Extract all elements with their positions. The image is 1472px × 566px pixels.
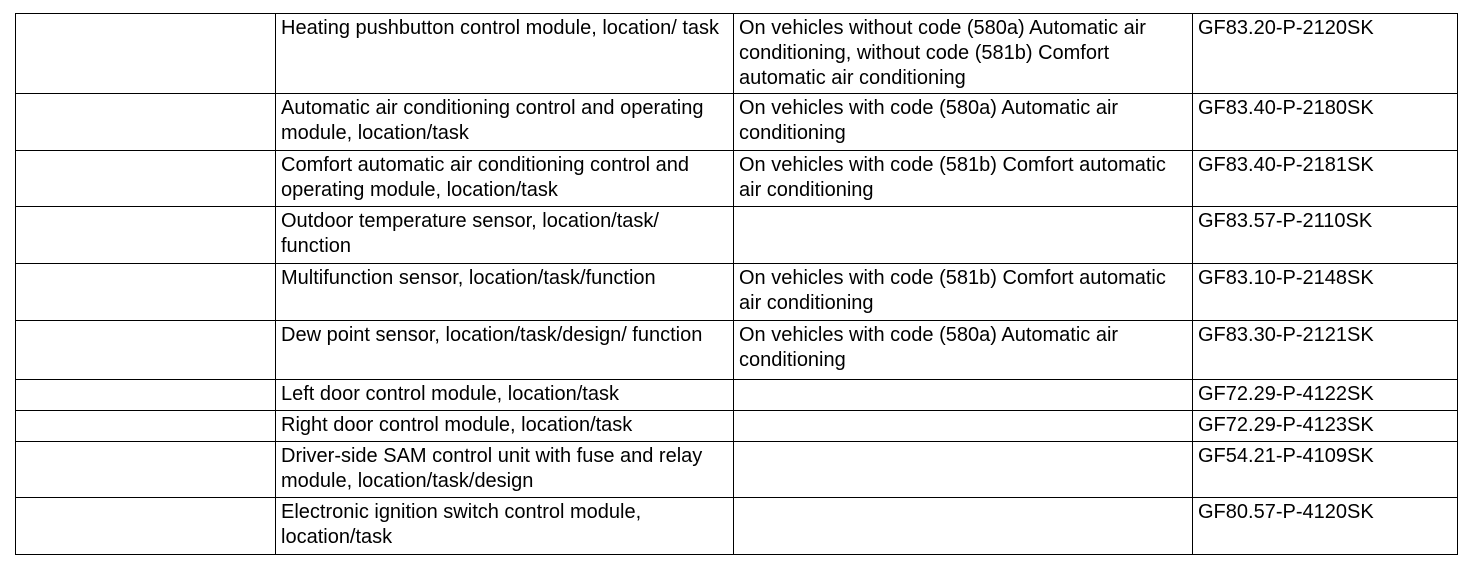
component-cell: Dew point sensor, location/task/design/ … bbox=[275, 320, 734, 380]
condition-cell: On vehicles with code (580a) Automatic a… bbox=[733, 93, 1193, 151]
document-number-cell: GF83.20-P-2120SK bbox=[1192, 13, 1458, 94]
component-cell: Heating pushbutton control module, locat… bbox=[275, 13, 734, 94]
table-body: Heating pushbutton control module, locat… bbox=[15, 13, 1458, 555]
condition-cell bbox=[733, 497, 1193, 555]
condition-cell: On vehicles with code (580a) Automatic a… bbox=[733, 320, 1193, 380]
table-row: Multifunction sensor, location/task/func… bbox=[15, 263, 1458, 321]
condition-cell: On vehicles without code (580a) Automati… bbox=[733, 13, 1193, 94]
table-row: Outdoor temperature sensor, location/tas… bbox=[15, 206, 1458, 264]
blank-cell bbox=[15, 263, 276, 321]
blank-cell bbox=[15, 13, 276, 94]
document-number-cell: GF83.40-P-2181SK bbox=[1192, 150, 1458, 207]
condition-cell bbox=[733, 206, 1193, 264]
document-number-cell: GF80.57-P-4120SK bbox=[1192, 497, 1458, 555]
condition-cell bbox=[733, 379, 1193, 411]
table-row: Heating pushbutton control module, locat… bbox=[15, 13, 1458, 94]
document-table: Heating pushbutton control module, locat… bbox=[15, 13, 1458, 555]
document-number-cell: GF72.29-P-4123SK bbox=[1192, 410, 1458, 442]
condition-cell: On vehicles with code (581b) Comfort aut… bbox=[733, 150, 1193, 207]
document-number-cell: GF72.29-P-4122SK bbox=[1192, 379, 1458, 411]
component-cell: Left door control module, location/task bbox=[275, 379, 734, 411]
condition-cell: On vehicles with code (581b) Comfort aut… bbox=[733, 263, 1193, 321]
blank-cell bbox=[15, 497, 276, 555]
table-row: Automatic air conditioning control and o… bbox=[15, 93, 1458, 151]
table-row: Dew point sensor, location/task/design/ … bbox=[15, 320, 1458, 380]
table-row: Driver-side SAM control unit with fuse a… bbox=[15, 441, 1458, 498]
blank-cell bbox=[15, 441, 276, 498]
document-number-cell: GF83.40-P-2180SK bbox=[1192, 93, 1458, 151]
table-row: Right door control module, location/task… bbox=[15, 410, 1458, 442]
blank-cell bbox=[15, 150, 276, 207]
table-row: Left door control module, location/task … bbox=[15, 379, 1458, 411]
document-number-cell: GF83.10-P-2148SK bbox=[1192, 263, 1458, 321]
component-cell: Right door control module, location/task bbox=[275, 410, 734, 442]
document-number-cell: GF54.21-P-4109SK bbox=[1192, 441, 1458, 498]
component-cell: Outdoor temperature sensor, location/tas… bbox=[275, 206, 734, 264]
blank-cell bbox=[15, 379, 276, 411]
component-cell: Automatic air conditioning control and o… bbox=[275, 93, 734, 151]
condition-cell bbox=[733, 410, 1193, 442]
document-number-cell: GF83.30-P-2121SK bbox=[1192, 320, 1458, 380]
blank-cell bbox=[15, 206, 276, 264]
component-cell: Driver-side SAM control unit with fuse a… bbox=[275, 441, 734, 498]
condition-cell bbox=[733, 441, 1193, 498]
table-row: Comfort automatic air conditioning contr… bbox=[15, 150, 1458, 207]
component-cell: Comfort automatic air conditioning contr… bbox=[275, 150, 734, 207]
blank-cell bbox=[15, 93, 276, 151]
component-cell: Electronic ignition switch control modul… bbox=[275, 497, 734, 555]
blank-cell bbox=[15, 410, 276, 442]
blank-cell bbox=[15, 320, 276, 380]
component-cell: Multifunction sensor, location/task/func… bbox=[275, 263, 734, 321]
document-number-cell: GF83.57-P-2110SK bbox=[1192, 206, 1458, 264]
table-row: Electronic ignition switch control modul… bbox=[15, 497, 1458, 555]
